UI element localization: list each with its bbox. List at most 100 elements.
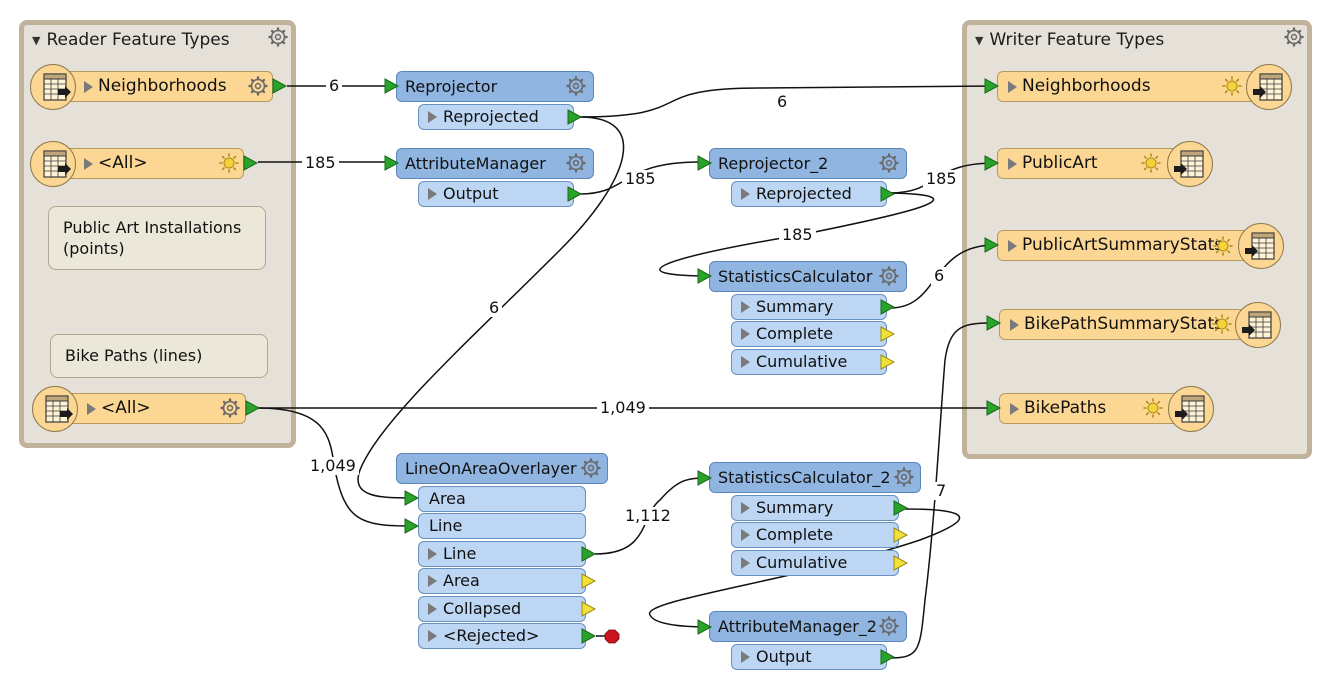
expand-triangle-icon[interactable] — [428, 188, 437, 200]
writer-bikepathsummarystats-sun-icon[interactable] — [1212, 314, 1232, 334]
output-port-rejected[interactable]: <Rejected> — [418, 623, 586, 649]
writer-bikepaths-input-port[interactable] — [986, 400, 1001, 416]
writer-bookmark-gear-icon[interactable] — [1284, 27, 1304, 47]
reader-neighborhoods-output-port[interactable] — [272, 78, 287, 94]
overlay-rejected-output-port[interactable] — [581, 628, 596, 644]
expand-triangle-icon[interactable] — [428, 603, 437, 615]
writer-publicartsummarystats-sun-icon[interactable] — [1213, 236, 1233, 256]
transformer-statisticscalculator-2[interactable]: StatisticsCalculator_2 — [709, 462, 921, 493]
expand-triangle-icon[interactable] — [428, 548, 437, 560]
stats-cumulative-output-port[interactable] — [880, 354, 895, 370]
writer-publicart-sun-icon[interactable] — [1141, 153, 1161, 173]
output-port-summary[interactable]: Summary — [731, 495, 899, 521]
expand-triangle-icon[interactable] — [428, 575, 437, 587]
writer-feature-publicartsummarystats[interactable]: PublicArtSummaryStats — [997, 230, 1260, 261]
reader-feature-all-bikepaths[interactable]: <All> — [66, 393, 246, 424]
attributemanager2-gear-icon[interactable] — [879, 616, 899, 636]
reprojector-output-port[interactable] — [567, 109, 582, 125]
expand-triangle-icon[interactable] — [741, 557, 750, 569]
input-port-line[interactable]: Line — [418, 513, 586, 539]
attributemanager-output-port[interactable] — [567, 186, 582, 202]
overlay-collapsed-output-port[interactable] — [581, 601, 596, 617]
reader-neighborhoods-gear-icon[interactable] — [248, 76, 268, 96]
reader-all-publicart-sun-icon[interactable] — [219, 153, 239, 173]
overlay-line-output-port[interactable] — [581, 546, 596, 562]
expand-triangle-icon[interactable] — [1008, 158, 1017, 170]
statisticscalculator-gear-icon[interactable] — [879, 266, 899, 286]
expand-triangle-icon[interactable] — [741, 328, 750, 340]
stats2-cumulative-output-port[interactable] — [893, 555, 908, 571]
output-port-reprojected[interactable]: Reprojected — [731, 181, 887, 207]
transformer-statisticscalculator[interactable]: StatisticsCalculator — [709, 261, 907, 292]
expand-triangle-icon[interactable] — [428, 111, 437, 123]
expand-triangle-icon[interactable] — [428, 630, 437, 642]
statisticscalculator2-input-port[interactable] — [697, 470, 712, 486]
output-port-cumulative[interactable]: Cumulative — [731, 349, 887, 375]
expand-triangle-icon[interactable] — [741, 502, 750, 514]
annotation-bike-paths[interactable]: Bike Paths (lines) — [50, 334, 268, 378]
expand-triangle-icon[interactable] — [84, 81, 93, 93]
reprojector2-output-port[interactable] — [880, 186, 895, 202]
attributemanager2-output-port[interactable] — [880, 649, 895, 665]
writer-neighborhoods-sun-icon[interactable] — [1222, 76, 1242, 96]
reader-all-bikepaths-output-port[interactable] — [245, 400, 260, 416]
input-port-area[interactable]: Area — [418, 486, 586, 512]
overlay-area-output-port[interactable] — [581, 573, 596, 589]
writer-bikepathsummarystats-input-port[interactable] — [986, 315, 1001, 331]
expand-triangle-icon[interactable] — [741, 651, 750, 663]
output-port-line[interactable]: Line — [418, 541, 586, 567]
writer-publicart-input-port[interactable] — [984, 155, 999, 171]
expand-triangle-icon[interactable] — [1008, 240, 1017, 252]
writer-feature-neighborhoods[interactable]: Neighborhoods — [997, 71, 1265, 102]
output-port-cumulative[interactable]: Cumulative — [731, 550, 899, 576]
output-port-complete[interactable]: Complete — [731, 522, 899, 548]
transformer-reprojector-2[interactable]: Reprojector_2 — [709, 148, 907, 179]
reprojector2-input-port[interactable] — [697, 155, 712, 171]
output-port-summary[interactable]: Summary — [731, 294, 887, 320]
output-port-output[interactable]: Output — [418, 181, 574, 207]
stats-complete-output-port[interactable] — [880, 326, 895, 342]
reprojector2-gear-icon[interactable] — [879, 153, 899, 173]
overlay-line-input-port[interactable] — [404, 518, 419, 534]
annotation-public-art[interactable]: Public Art Installations (points) — [48, 206, 266, 270]
stats2-summary-output-port[interactable] — [893, 500, 908, 516]
overlay-area-input-port[interactable] — [404, 490, 419, 506]
writer-publicartsummarystats-input-port[interactable] — [984, 237, 999, 253]
expand-triangle-icon[interactable] — [741, 529, 750, 541]
stats2-complete-output-port[interactable] — [893, 527, 908, 543]
writer-bikepaths-sun-icon[interactable] — [1143, 398, 1163, 418]
output-port-area[interactable]: Area — [418, 568, 586, 594]
expand-triangle-icon[interactable] — [87, 403, 96, 415]
reader-feature-neighborhoods[interactable]: Neighborhoods — [63, 71, 273, 102]
statisticscalculator2-gear-icon[interactable] — [894, 467, 914, 487]
reader-bookmark-title-bar[interactable]: ▼ Reader Feature Types — [24, 25, 291, 55]
collapse-triangle-icon[interactable]: ▼ — [975, 33, 984, 47]
attributemanager-gear-icon[interactable] — [566, 153, 586, 173]
transformer-lineonareaoverlayer[interactable]: LineOnAreaOverlayer — [396, 453, 608, 484]
reprojector-input-port[interactable] — [384, 78, 399, 94]
collapse-triangle-icon[interactable]: ▼ — [32, 33, 41, 47]
lineonareaoverlayer-gear-icon[interactable] — [581, 458, 601, 478]
expand-triangle-icon[interactable] — [741, 301, 750, 313]
reader-feature-all-publicart[interactable]: <All> — [63, 148, 244, 179]
attributemanager2-input-port[interactable] — [697, 619, 712, 635]
output-port-output[interactable]: Output — [731, 644, 887, 670]
output-port-complete[interactable]: Complete — [731, 321, 887, 347]
expand-triangle-icon[interactable] — [741, 188, 750, 200]
expand-triangle-icon[interactable] — [741, 356, 750, 368]
expand-triangle-icon[interactable] — [1010, 319, 1019, 331]
transformer-attributemanager-2[interactable]: AttributeManager_2 — [709, 611, 907, 642]
reader-all-publicart-output-port[interactable] — [243, 155, 258, 171]
attributemanager-input-port[interactable] — [384, 155, 399, 171]
expand-triangle-icon[interactable] — [1010, 403, 1019, 415]
expand-triangle-icon[interactable] — [1008, 81, 1017, 93]
reprojector-gear-icon[interactable] — [566, 76, 586, 96]
statisticscalculator-input-port[interactable] — [697, 268, 712, 284]
expand-triangle-icon[interactable] — [84, 158, 93, 170]
writer-neighborhoods-input-port[interactable] — [984, 78, 999, 94]
writer-bookmark-title-bar[interactable]: ▼ Writer Feature Types — [967, 25, 1307, 55]
stats-summary-output-port[interactable] — [880, 299, 895, 315]
transformer-attributemanager[interactable]: AttributeManager — [396, 148, 594, 179]
reader-all-bikepaths-gear-icon[interactable] — [220, 398, 240, 418]
reader-bookmark-gear-icon[interactable] — [268, 27, 288, 47]
